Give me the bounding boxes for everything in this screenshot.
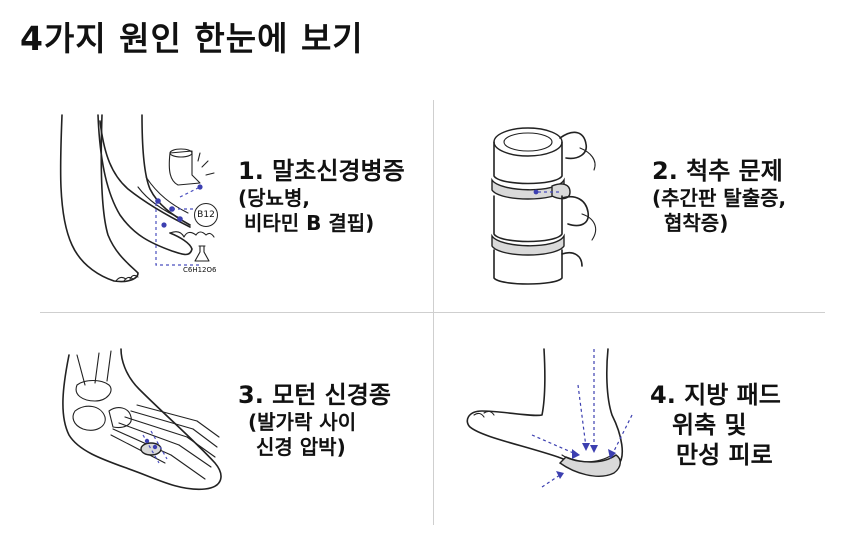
cause-2-sub-line-1: (추간판 탈출증,	[652, 186, 787, 210]
b12-badge-icon: B12	[194, 203, 218, 227]
cause-4-label: 4. 지방 패드 위축 및 만성 피로	[650, 380, 781, 470]
cause-3-sub-line-1: (발가락 사이	[248, 410, 357, 434]
heel-pad-icon	[466, 348, 633, 488]
b12-label: B12	[197, 210, 215, 220]
page-title: 4가지 원인 한눈에 보기	[20, 19, 364, 58]
cause-1-sub-line-1: (당뇨병,	[238, 186, 310, 210]
horizontal-divider	[40, 312, 825, 313]
cause-1-sub-line-2: 비타민 B 결핍)	[244, 211, 375, 235]
glucose-flask-icon	[194, 245, 210, 262]
cause-3-label: 3. 모턴 신경종 (발가락 사이 신경 압박)	[238, 380, 391, 460]
cause-3-heading: 3. 모턴 신경종	[238, 381, 391, 409]
cause-1-label: 1. 말초신경병증 (당뇨병, 비타민 B 결핍)	[238, 156, 405, 236]
cause-4-sub-line-1: 위축 및	[672, 411, 747, 439]
cause-2-label: 2. 척추 문제 (추간판 탈출증, 협착증)	[652, 156, 786, 236]
foot-icon	[59, 114, 215, 283]
cause-2-heading: 2. 척추 문제	[652, 157, 783, 185]
glucose-label: C6H12O6	[183, 266, 217, 274]
spine-vertebra-icon	[491, 127, 597, 285]
cause-2-sub-line-2: 협착증)	[664, 211, 729, 235]
foot-skeleton-icon	[62, 348, 222, 491]
cause-1-heading: 1. 말초신경병증	[238, 157, 405, 185]
cause-4-sub-line-2: 만성 피로	[676, 441, 773, 469]
cause-4-heading: 4. 지방 패드	[650, 381, 781, 409]
cause-3-sub-line-2: 신경 압박)	[256, 435, 346, 459]
